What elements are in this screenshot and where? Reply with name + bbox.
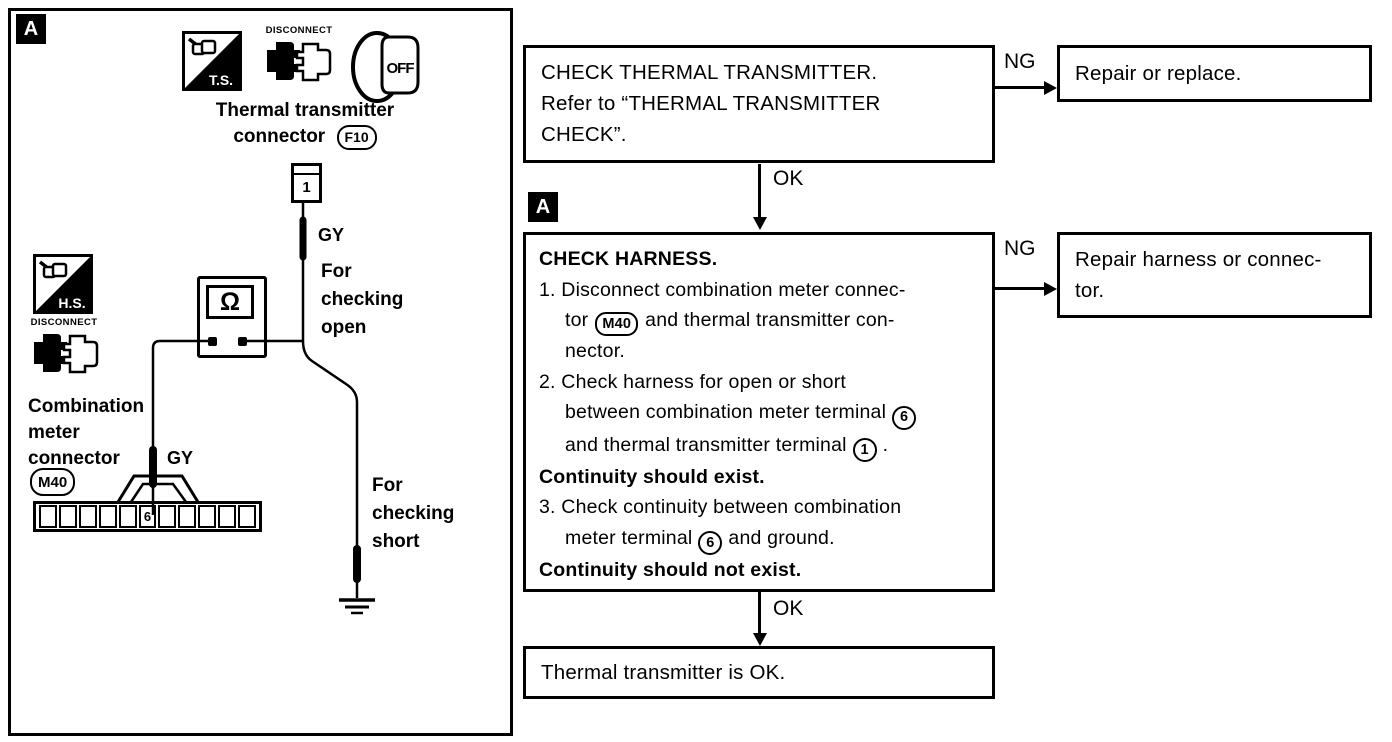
ng-arrow-2-head <box>1044 281 1057 296</box>
terminal-1-strip <box>294 166 319 175</box>
ok-arrow-2-line <box>758 592 761 636</box>
thermal-connector-caption-line1: Thermal transmitter <box>215 100 395 121</box>
terminal-6-badge: 6 <box>698 531 723 555</box>
connector-cell <box>238 505 256 528</box>
key-off-icon: OFF <box>349 26 425 106</box>
disconnect-caption-left: DISCONNECT <box>30 317 98 328</box>
terminal-6-cell: 6 <box>138 505 157 528</box>
connector-cell <box>78 505 97 528</box>
check-harness-title: CHECK HARNESS. <box>539 248 718 270</box>
ng-label-1: NG <box>1004 50 1036 73</box>
open-check-label: For checking open <box>321 261 404 338</box>
thermal-connector-caption-line2: connector F10 <box>205 124 405 150</box>
check-harness-box: CHECK HARNESS. 1. Disconnect combination… <box>523 232 995 592</box>
gy-label-meter: GY <box>167 448 194 468</box>
connector-cell <box>158 505 177 528</box>
ts-icon-label: T.S. <box>209 72 233 88</box>
ng-label-2: NG <box>1004 237 1036 260</box>
terminal-6-badge: 6 <box>892 405 917 430</box>
disconnect-icon-top <box>263 35 335 89</box>
connector-cell <box>218 505 237 528</box>
short-check-label: For checking short <box>372 475 455 552</box>
m40-inline-badge: M40 <box>595 312 639 337</box>
section-a-badge-flow: A <box>528 192 558 222</box>
ng-arrow-1-head <box>1044 80 1057 95</box>
result-box: Thermal transmitter is OK. <box>523 646 995 699</box>
ok-arrow-2-head <box>752 633 767 646</box>
ts-tool-icon: T.S. <box>182 31 242 91</box>
combination-caption: Combination meter connector <box>28 396 145 469</box>
connector-cell <box>178 505 197 528</box>
connector-cell <box>118 505 137 528</box>
continuity-note-2: Continuity should not exist. <box>539 559 802 581</box>
disconnect-caption-top: DISCONNECT <box>265 25 333 36</box>
key-off-label: OFF <box>387 60 415 77</box>
f10-badge: F10 <box>336 124 377 150</box>
ok-arrow-1-line <box>758 164 761 219</box>
disconnect-icon-left <box>30 327 102 381</box>
thermal-caption-text: connector <box>233 126 326 147</box>
combination-meter-connector: 6 <box>33 501 262 532</box>
check-thermal-box: CHECK THERMAL TRANSMITTER. Refer to “THE… <box>523 45 995 163</box>
terminal-1-connector: 1 <box>291 163 322 203</box>
section-a-badge: A <box>16 14 46 44</box>
ok-label-1: OK <box>773 167 804 190</box>
wiring-panel <box>8 8 513 736</box>
hs-icon-label: H.S. <box>58 295 85 311</box>
connector-cell <box>58 505 77 528</box>
ohm-symbol: Ω <box>206 285 254 319</box>
repair-harness-box: Repair harness or connec- tor. <box>1057 232 1372 318</box>
ng-arrow-1-line <box>995 86 1045 89</box>
connector-cell <box>39 505 57 528</box>
m40-badge: M40 <box>30 468 76 496</box>
hs-tool-icon: H.S. <box>33 254 93 314</box>
ohmmeter: Ω <box>197 276 267 358</box>
ok-label-2: OK <box>773 597 804 620</box>
terminal-1-number: 1 <box>302 179 311 196</box>
ng-arrow-2-line <box>995 287 1045 290</box>
connector-cell <box>98 505 117 528</box>
ok-arrow-1-head <box>752 217 767 230</box>
gy-label-open: GY <box>318 225 345 245</box>
terminal-1-badge: 1 <box>852 437 877 462</box>
repair-replace-box: Repair or replace. <box>1057 45 1372 102</box>
continuity-note-1: Continuity should exist. <box>539 465 765 488</box>
connector-cell <box>198 505 217 528</box>
